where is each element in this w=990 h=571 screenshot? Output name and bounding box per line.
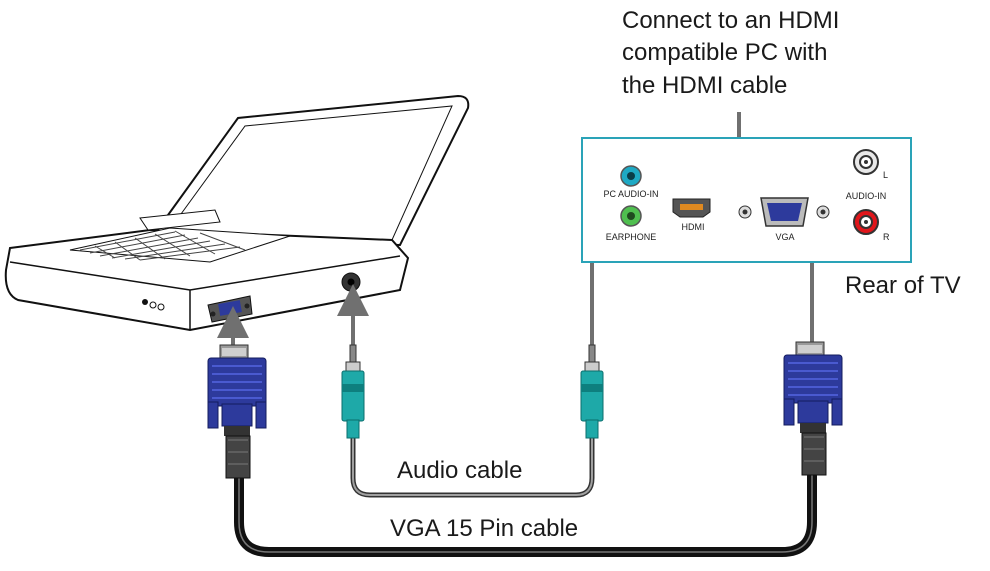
audio-in-left-port xyxy=(853,149,879,175)
audio-in-label: AUDIO-IN xyxy=(846,191,887,201)
earphone-label: EARPHONE xyxy=(606,232,657,242)
vga-screw-left xyxy=(738,205,752,219)
audio-cable xyxy=(350,435,595,498)
laptop-keyboard xyxy=(69,209,291,263)
audio-in-right-port xyxy=(853,209,879,235)
laptop-indicator-lights xyxy=(142,299,165,311)
vga-port xyxy=(760,197,809,227)
callout-line-3: the HDMI cable xyxy=(622,72,787,99)
vga-screw-right xyxy=(816,205,830,219)
rear-of-tv-label: Rear of TV xyxy=(845,272,961,299)
callout-line-1: Connect to an HDMI xyxy=(622,7,839,34)
audio-plug-right xyxy=(580,344,604,439)
hdmi-port xyxy=(672,198,711,218)
tv-rear-panel: PC AUDIO-IN EARPHONE HDMI VGA xyxy=(581,137,912,263)
callout-line-2: compatible PC with xyxy=(622,39,827,66)
vga-plug-left xyxy=(207,344,267,479)
vga-label: VGA xyxy=(775,232,794,242)
vga-cable-label: VGA 15 Pin cable xyxy=(390,515,578,542)
laptop-audio-jack xyxy=(341,272,361,292)
pc-audio-in-port xyxy=(620,165,642,187)
hdmi-callout-text: Connect to an HDMI compatible PC with th… xyxy=(622,7,839,99)
laptop-illustration xyxy=(4,94,470,332)
audio-plug-left xyxy=(341,344,365,439)
hdmi-label: HDMI xyxy=(682,222,705,232)
vga-cable xyxy=(234,472,817,557)
pc-audio-in-label: PC AUDIO-IN xyxy=(603,189,658,199)
audio-in-right-label: R xyxy=(883,232,890,242)
earphone-port xyxy=(620,205,642,227)
audio-in-left-label: L xyxy=(883,170,888,180)
vga-plug-right xyxy=(783,341,843,476)
audio-cable-label: Audio cable xyxy=(397,457,522,484)
